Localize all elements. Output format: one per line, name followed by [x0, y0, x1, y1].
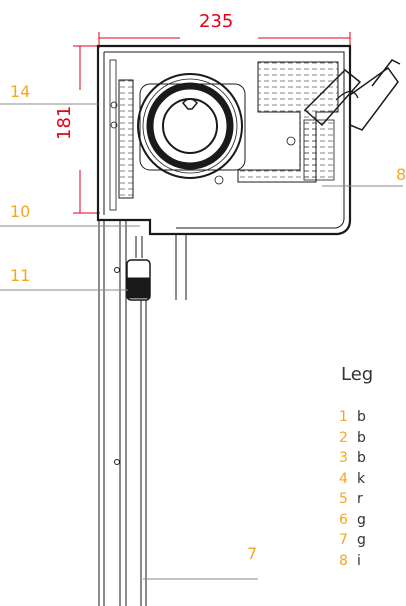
legend-text: b — [357, 450, 366, 466]
legend-title: Leg — [341, 364, 374, 385]
shutter-box — [96, 44, 401, 236]
legend-text: i — [357, 552, 361, 569]
height-dimension-label: 181 — [54, 105, 75, 140]
callout-11: 11 — [10, 266, 31, 285]
callout-10: 10 — [10, 202, 31, 221]
dimension-lines — [73, 32, 351, 214]
legend-text: b — [357, 429, 366, 446]
callout-leaders — [0, 103, 403, 580]
legend-number: 1 — [339, 409, 348, 425]
legend-text: b — [357, 409, 366, 425]
width-dimension-label: 235 — [199, 11, 234, 32]
legend-number: 7 — [339, 532, 348, 548]
legend-number: 3 — [339, 450, 348, 466]
callout-8: 8 — [396, 165, 406, 184]
callout-14: 14 — [10, 82, 31, 101]
legend-number: 2 — [339, 429, 348, 446]
guide-rails — [98, 220, 187, 606]
legend-text: g — [357, 532, 366, 548]
legend-text: g — [357, 511, 366, 528]
bottom-rail-component — [126, 259, 151, 301]
legend-number: 6 — [339, 511, 348, 528]
legend-number: 8 — [339, 552, 348, 569]
legend-text: r — [357, 491, 363, 507]
legend-number: 4 — [339, 470, 348, 487]
legend-number: 5 — [339, 491, 348, 507]
legend-text: k — [357, 470, 366, 487]
callout-7: 7 — [247, 544, 258, 563]
